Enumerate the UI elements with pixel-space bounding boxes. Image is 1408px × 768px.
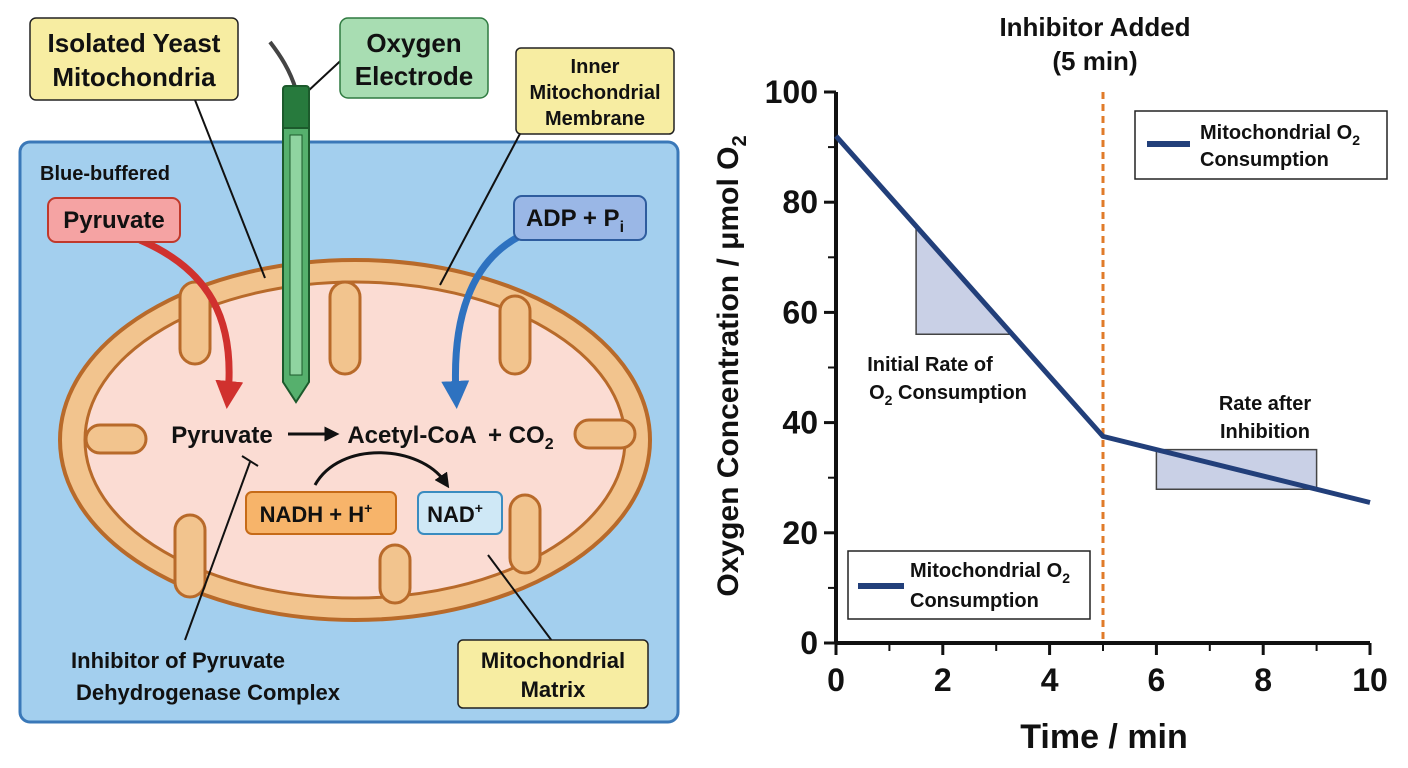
oxygen-electrode-label-2: Electrode [355, 61, 474, 91]
after-rate-note: Rate after [1219, 393, 1311, 415]
oxygen-electrode-label-box [339, 17, 489, 99]
legend-top: Mitochondrial O2 Consumption [1134, 110, 1388, 180]
legend-bottom: Mitochondrial O2 Consumption [847, 550, 1091, 620]
x-tick-label: 4 [1041, 662, 1059, 698]
y-axis-label: Oxygen Concentration / μmol O2 [712, 135, 751, 596]
reaction-pyruvate-label: Pyruvate [171, 422, 272, 449]
chart-annotation-title: Inhibitor Added [999, 12, 1190, 42]
y-tick-label: 60 [782, 294, 818, 330]
legend-top-label: Mitochondrial O2 [1200, 122, 1360, 148]
nad-label: NAD+ [427, 500, 483, 527]
y-tick-label: 20 [782, 515, 818, 551]
legend-bottom-label-2: Consumption [910, 590, 1039, 612]
x-tick-label: 2 [934, 662, 952, 698]
nadh-label: NADH + H+ [260, 500, 373, 527]
adp-source-box [513, 195, 647, 241]
legend-top-label-2: Consumption [1200, 149, 1329, 171]
initial-rate-note-2: O2 Consumption [869, 382, 1027, 408]
inhibitor-label-2: Dehydrogenase Complex [76, 680, 341, 705]
isolated-mitochondria-label-box [29, 17, 239, 101]
y-tick-label: 80 [782, 184, 818, 220]
inner-membrane-label-2: Mitochondrial [529, 82, 660, 104]
inner-membrane-label: Inner [571, 56, 620, 78]
matrix-label: Mitochondrial [481, 648, 625, 673]
inhibitor-label: Inhibitor of Pyruvate [71, 648, 285, 673]
buffer-label: Blue-buffered [40, 163, 170, 185]
y-tick-label: 40 [782, 405, 818, 441]
series-line-o2-consumption [834, 134, 1371, 505]
x-tick-label: 8 [1254, 662, 1272, 698]
x-tick-label: 6 [1148, 662, 1166, 698]
nadh-to-nad-arrow [313, 451, 450, 489]
reaction-acetyl-coa-label: Acetyl-CoA [347, 422, 476, 449]
legend-bottom-label: Mitochondrial O2 [910, 560, 1070, 586]
oxygen-electrode [268, 40, 310, 404]
pyruvate-source-label: Pyruvate [63, 207, 164, 234]
matrix-label-2: Matrix [521, 677, 587, 702]
initial-rate-note: Initial Rate of [867, 354, 993, 376]
x-axis-label: Time / min [1020, 718, 1188, 756]
mitochondria-diagram: Isolated Yeast Mitochondria Oxygen Elect… [18, 17, 680, 724]
inner-membrane-label-box [515, 47, 675, 135]
after-rate-note-2: Inhibition [1220, 421, 1310, 443]
y-tick-label: 0 [800, 625, 818, 661]
pyruvate-source-box [47, 197, 181, 243]
reaction-co2-label: + CO2 [488, 422, 554, 453]
pyruvate-uptake-arrow [138, 236, 244, 409]
adp-uptake-arrow [441, 232, 522, 409]
oxygen-consumption-chart: Inhibitor Added (5 min) Oxygen Concentra… [712, 12, 1388, 756]
adp-source-label: ADP + Pi [526, 205, 624, 236]
isolated-mitochondria-label-2: Mitochondria [52, 62, 216, 92]
cristae [84, 280, 637, 605]
nadh-box [245, 491, 397, 535]
oxygen-electrode-label: Oxygen [366, 28, 461, 58]
y-tick-label: 100 [765, 74, 818, 110]
x-tick-label: 0 [827, 662, 845, 698]
inner-membrane-label-3: Membrane [545, 108, 645, 130]
x-tick-label: 10 [1352, 662, 1388, 698]
isolated-mitochondria-label: Isolated Yeast [48, 28, 221, 58]
chart-annotation-subtitle: (5 min) [1052, 46, 1137, 76]
nad-box [417, 491, 503, 535]
matrix-label-box [457, 639, 649, 709]
